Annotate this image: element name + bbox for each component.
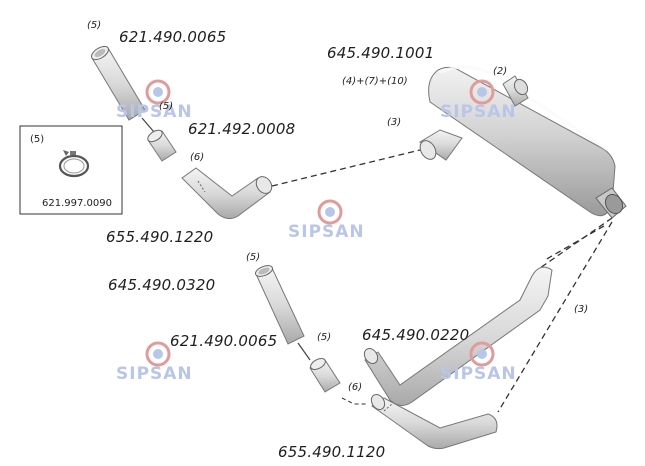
callout-6-bottom: (6) <box>348 382 363 393</box>
part-label-rear-pipe: 645.490.0220 <box>362 326 470 344</box>
dashed-links-right <box>497 217 613 413</box>
callout-5-tailpipe-bottom: (5) <box>246 252 261 263</box>
front-pipe-top-part <box>181 167 273 220</box>
callout-5-tailpipe-top: (5) <box>87 20 102 31</box>
part-label-pipe-assembly: 645.490.0320 <box>108 276 216 294</box>
callout-2-muffler-outlet: (2) <box>493 66 508 77</box>
watermark-text: SIPSAN <box>440 102 517 122</box>
dashed-link-top <box>271 149 421 187</box>
part-label-clamp-top: 621.492.0008 <box>188 120 296 138</box>
callout-3-muffler-inlet: (3) <box>387 117 402 128</box>
connector-line-top <box>141 117 155 133</box>
tailpipe-top-part <box>91 45 146 121</box>
part-label-front-pipe-bottom: 655.490.1120 <box>278 443 386 461</box>
part-label-clamp-detail: 621.997.0090 <box>42 198 112 209</box>
part-label-muffler: 645.490.1001 <box>327 44 435 62</box>
bracket-6-bottom <box>341 397 366 405</box>
callout-6-top: (6) <box>190 152 205 163</box>
callout-5-detail: (5) <box>30 134 45 145</box>
part-label-tailpipe-top: 621.490.0065 <box>119 28 227 46</box>
clamp-top-part <box>147 129 177 162</box>
connector-line-bottom <box>297 342 311 361</box>
watermark-text: SIPSAN <box>440 364 517 384</box>
watermark-text: SIPSAN <box>288 222 365 242</box>
muffler-part <box>419 65 627 219</box>
clamp-ring-icon <box>58 150 90 178</box>
watermark-text: SIPSAN <box>116 364 193 384</box>
front-pipe-bottom-part <box>370 394 498 450</box>
tailpipe-bottom-part <box>254 265 305 345</box>
part-label-tailpipe-bottom: 621.490.0065 <box>170 332 278 350</box>
part-label-muffler-components: (4)+(7)+(10) <box>342 76 408 87</box>
callout-5-clamp-bottom: (5) <box>317 332 332 343</box>
callout-5-clamp-top: (5) <box>159 101 174 112</box>
clamp-detail-box <box>19 125 123 215</box>
sipsan-logo-icon <box>145 79 495 367</box>
callout-3-right: (3) <box>574 304 589 315</box>
watermark-text: SIPSAN <box>116 102 193 122</box>
part-label-front-pipe-top: 655.490.1220 <box>106 228 214 246</box>
clamp-bottom-part <box>309 358 341 393</box>
